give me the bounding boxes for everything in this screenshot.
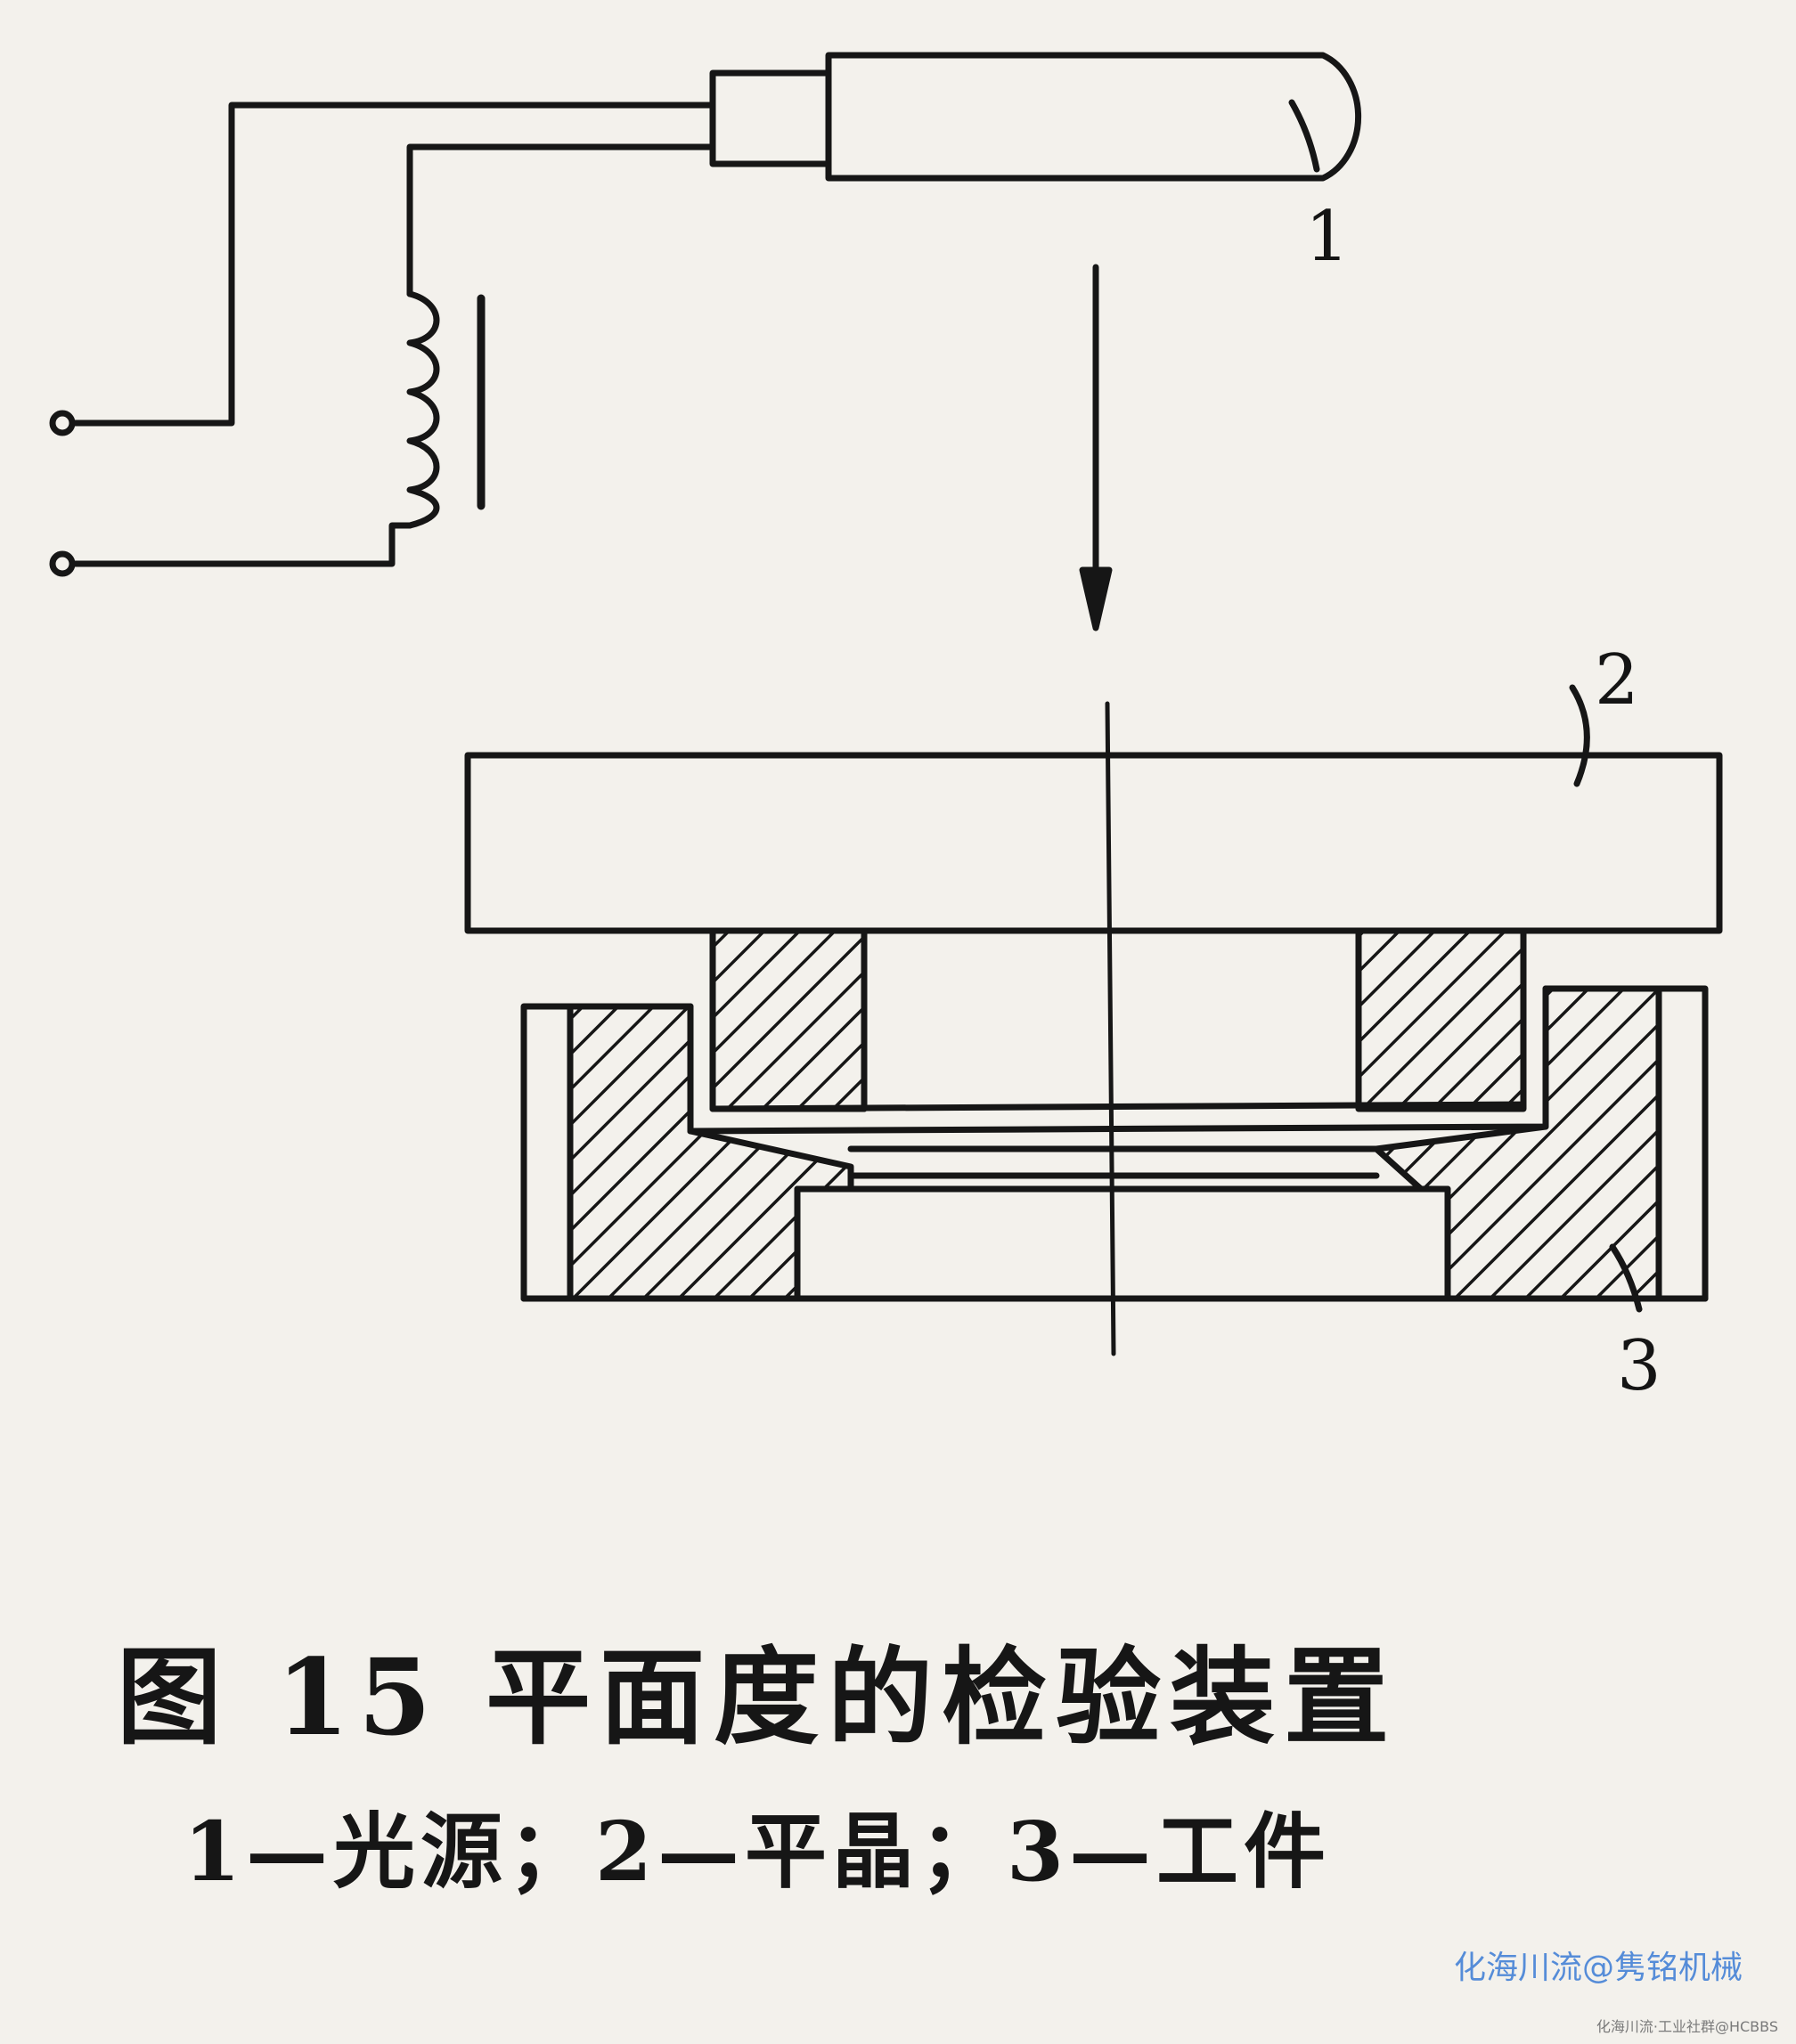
optical-flat-plate xyxy=(464,752,1723,934)
label-1: 1 xyxy=(1305,197,1350,277)
arrow-head xyxy=(1079,566,1113,631)
lower-bore xyxy=(794,1185,1451,1302)
workpiece-assembly xyxy=(520,927,1709,1313)
transformer-coil xyxy=(406,290,440,529)
leader-1 xyxy=(1288,99,1320,173)
label-3: 3 xyxy=(1617,1326,1661,1406)
center-line xyxy=(1105,701,1116,1356)
watermark: 化海川流@隽铭机械 xyxy=(1453,1950,1743,1986)
fixture-left-wall xyxy=(520,1003,574,1302)
light-ray-arrow xyxy=(1079,264,1113,631)
figure-title: 图 15 平面度的检验装置 xyxy=(116,1635,1399,1759)
upper-ring-left xyxy=(709,927,868,1112)
fixture-right-wall xyxy=(1655,985,1709,1302)
lamp-socket xyxy=(709,69,832,167)
watermark-small: 化海川流·工业社群@HCBBS xyxy=(1596,2018,1778,2035)
label-2: 2 xyxy=(1595,640,1639,721)
wire-inner xyxy=(406,143,716,297)
figure-legend: 1—光源；2—平晶；3—工件 xyxy=(183,1804,1332,1900)
lamp-tube xyxy=(825,52,1362,182)
power-circuit xyxy=(49,102,716,577)
wire-outer xyxy=(69,102,716,427)
wire-bottom xyxy=(69,522,413,567)
optical-flat xyxy=(464,684,1723,934)
light-source xyxy=(709,52,1362,182)
inner-cup-outline xyxy=(687,985,1549,1135)
upper-ring-outline xyxy=(709,927,1527,1112)
leader-3 xyxy=(1609,1243,1643,1313)
upper-ring-right xyxy=(1355,927,1527,1112)
leader-2 xyxy=(1569,684,1590,787)
